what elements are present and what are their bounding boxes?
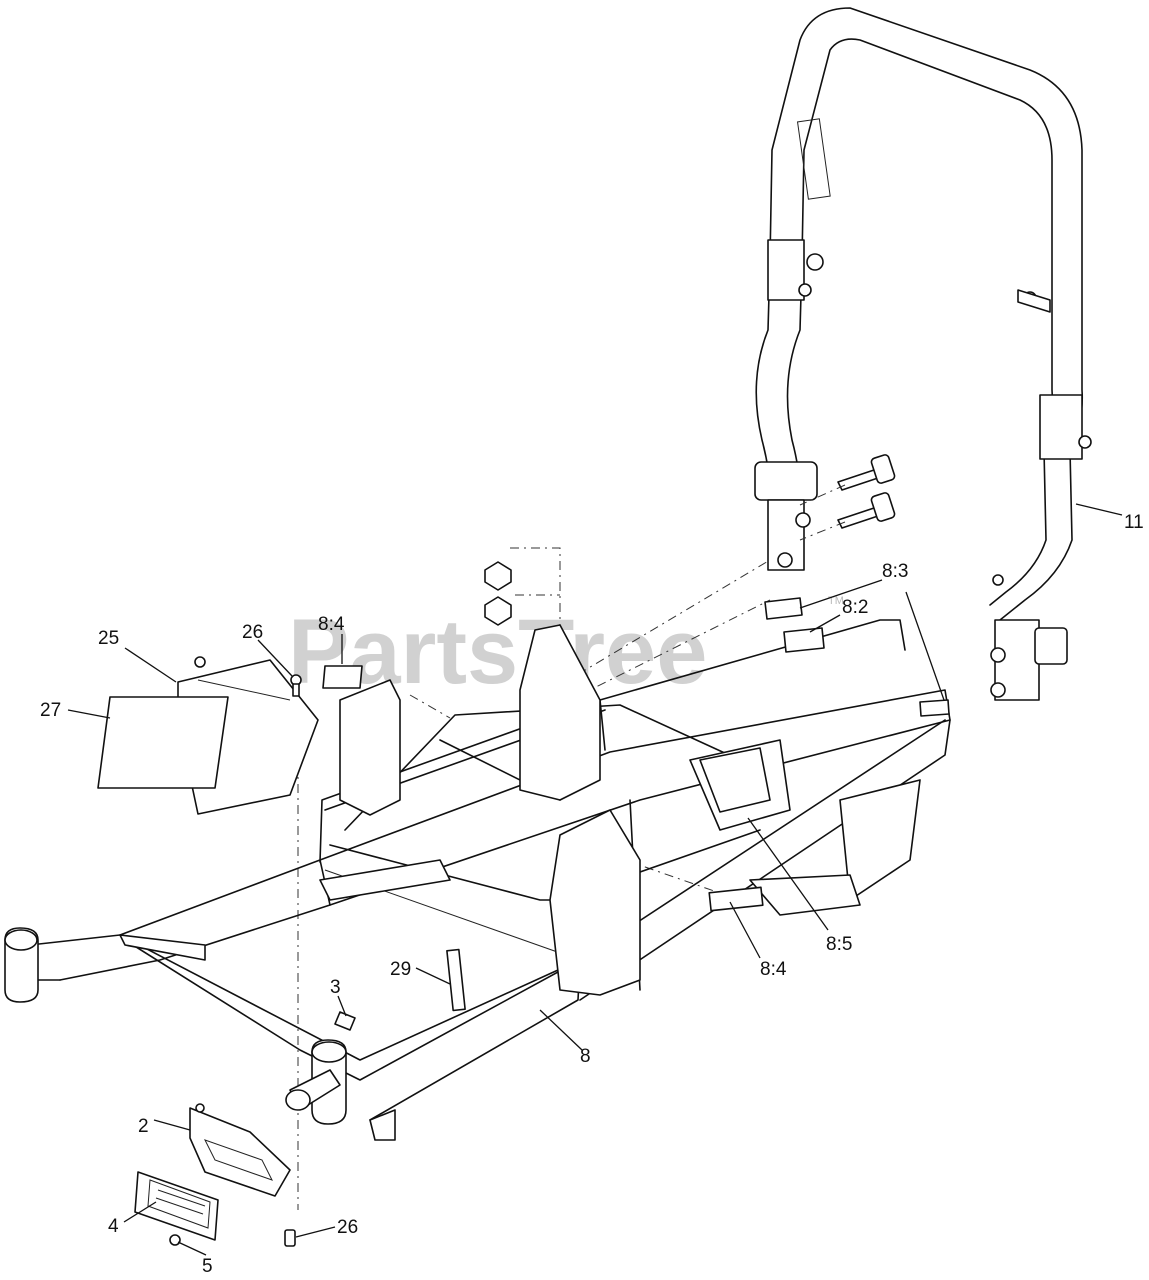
leader-lines <box>67 503 1123 1256</box>
rops-mount-bolts <box>484 454 896 626</box>
callout-26-top: 26 <box>242 622 263 643</box>
callout-8-5: 8:5 <box>826 934 852 955</box>
callout-27: 27 <box>40 700 61 721</box>
callout-8-4-top: 8:4 <box>318 614 345 635</box>
fastener-26-top <box>290 674 302 697</box>
callout-26-bottom: 26 <box>337 1217 358 1238</box>
decal-8-2 <box>783 627 825 653</box>
decal-27 <box>97 696 229 789</box>
callout-8-3: 8:3 <box>882 561 908 582</box>
rops-roll-bar <box>754 7 1092 701</box>
callout-8-2: 8:2 <box>842 597 868 618</box>
fastener-26-bottom <box>284 1229 296 1247</box>
alignment-lines <box>297 484 846 1210</box>
callout-5: 5 <box>202 1256 213 1277</box>
screw-5 <box>169 1234 181 1246</box>
main-frame <box>4 619 951 1141</box>
headlight-4 <box>134 1171 219 1241</box>
callout-8: 8 <box>580 1046 591 1067</box>
callout-11: 11 <box>1124 512 1144 533</box>
callout-25: 25 <box>98 628 119 649</box>
light-bracket-2 <box>189 1103 291 1197</box>
watermark-trademark: TM <box>828 595 844 607</box>
clip-3 <box>334 1011 356 1031</box>
callout-3: 3 <box>330 977 341 998</box>
decal-8-4-top <box>322 665 363 689</box>
callout-8-4-low: 8:4 <box>760 959 787 980</box>
callout-29: 29 <box>390 959 411 980</box>
decal-8-3 <box>764 597 950 717</box>
callout-labels: 25 27 26 8:4 8:3 8:2 11 8:5 8:4 29 3 8 2… <box>40 512 1144 1277</box>
callout-4: 4 <box>108 1216 119 1237</box>
callout-2: 2 <box>138 1116 149 1137</box>
